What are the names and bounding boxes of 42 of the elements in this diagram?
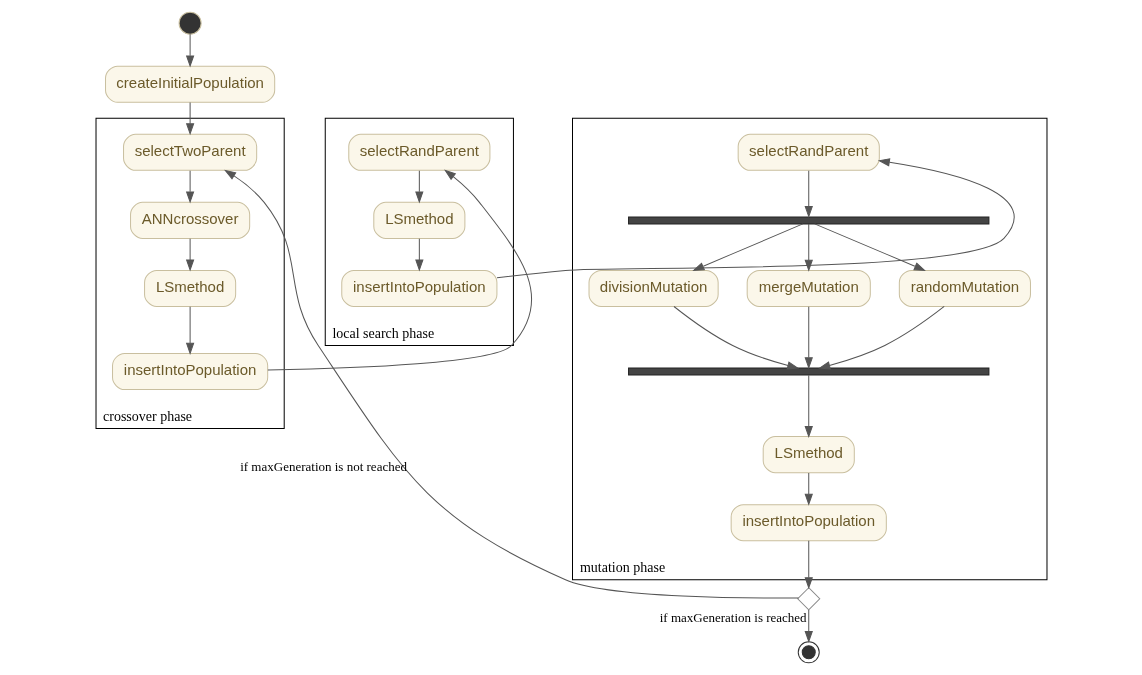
node-box: ANNcrossover (129, 201, 250, 239)
arrow (224, 170, 799, 599)
node-box: LSmethod (372, 201, 465, 239)
arrow (185, 33, 194, 67)
edge-label: if maxGeneration is not reached (239, 458, 407, 474)
arrow (813, 223, 925, 271)
arrow (804, 170, 813, 218)
node-circle (797, 641, 820, 664)
arrow (673, 306, 798, 370)
node-circle (178, 11, 202, 35)
arrow (804, 374, 813, 438)
arrow (414, 238, 423, 271)
arrow (804, 306, 813, 369)
arrow (804, 609, 813, 642)
node-box: insertIntoPopulation (730, 504, 887, 542)
node-box: insertIntoPopulation (111, 353, 268, 391)
node-box: LSmethod (762, 436, 855, 474)
arrow (692, 223, 803, 271)
edge-label: if maxGeneration is reached (659, 610, 807, 626)
arrow (185, 102, 194, 135)
node-bar (627, 367, 989, 376)
arrow (266, 169, 532, 371)
node-box: mergeMutation (746, 269, 871, 307)
arrow (804, 223, 813, 271)
node-box: LSmethod (143, 269, 236, 307)
arrow (804, 472, 813, 505)
arrow (414, 170, 423, 203)
node-box: selectTwoParent (122, 133, 257, 171)
arrow (818, 306, 945, 370)
node-box: randomMutation (898, 269, 1031, 307)
node-bar (627, 216, 989, 225)
arrow (185, 306, 194, 354)
arrow (804, 540, 813, 589)
arrow (185, 238, 194, 271)
node-box: divisionMutation (588, 269, 719, 307)
node-diamond (796, 587, 820, 611)
arrow (185, 170, 194, 203)
node-box: insertIntoPopulation (340, 269, 497, 307)
node-box: createInitialPopulation (104, 65, 275, 103)
arrow (496, 158, 1015, 279)
node-box: selectRandParent (737, 133, 880, 171)
node-box: selectRandParent (347, 133, 490, 171)
